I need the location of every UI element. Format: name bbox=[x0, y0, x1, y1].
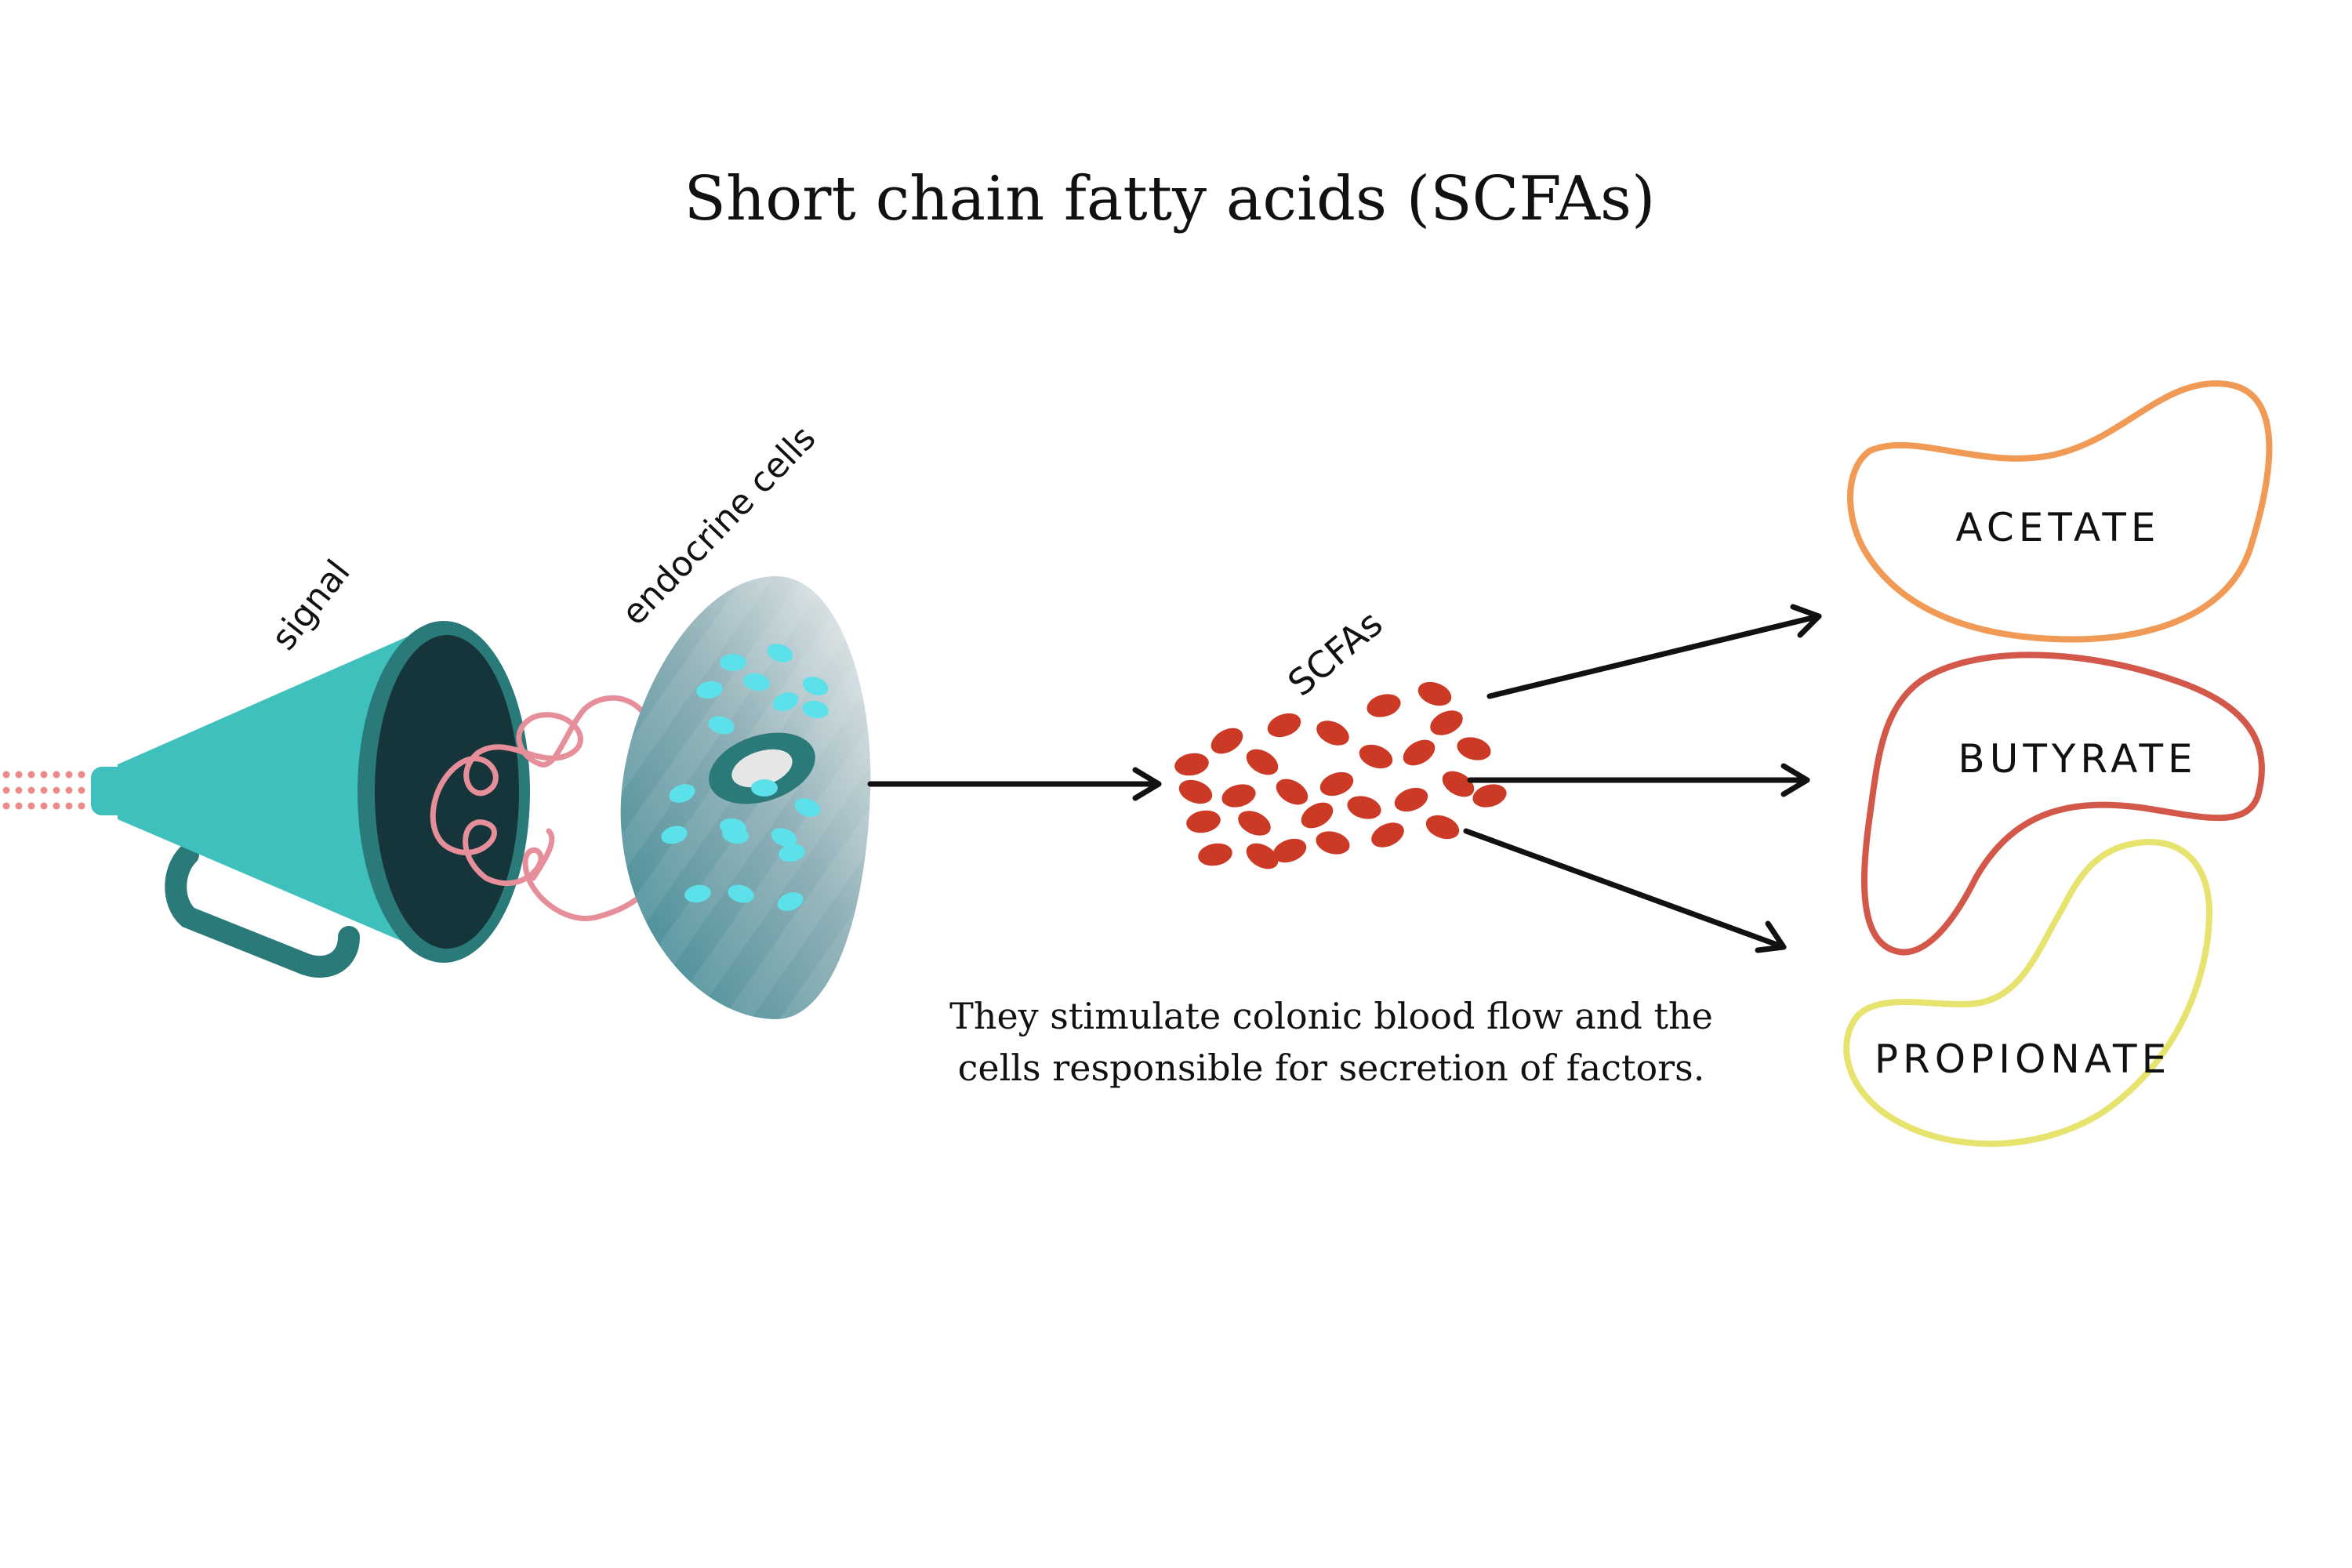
arrow-cell-to-scfas bbox=[867, 767, 1162, 801]
cell-granule bbox=[802, 700, 829, 719]
signal-dot bbox=[53, 802, 60, 810]
cell-granule bbox=[669, 784, 695, 803]
scfa-particle bbox=[1210, 728, 1243, 754]
endocrine-cell-icon bbox=[620, 576, 871, 1019]
scfa-particle bbox=[1178, 779, 1213, 804]
scfa-particle bbox=[1367, 694, 1401, 717]
scfa-particle bbox=[1472, 784, 1507, 808]
scfa-particle bbox=[1276, 779, 1308, 805]
scfa-particle bbox=[1347, 796, 1381, 819]
scfa-particle bbox=[1272, 838, 1307, 863]
signal-dot bbox=[40, 786, 48, 794]
propionate-label: PROPIONATE bbox=[1875, 1036, 2171, 1082]
scfa-particle bbox=[1316, 831, 1350, 855]
butyrate-label: BUTYRATE bbox=[1958, 736, 2197, 782]
signal-dot bbox=[27, 802, 35, 810]
signal-dot bbox=[15, 771, 23, 779]
cell-granule bbox=[720, 654, 746, 671]
signal-dot bbox=[15, 786, 23, 794]
scfa-particle bbox=[1403, 739, 1436, 766]
scfa-particle bbox=[1301, 802, 1334, 829]
signal-dots bbox=[2, 771, 85, 810]
caption-line-1: They stimulate colonic blood flow and th… bbox=[949, 995, 1713, 1037]
scfa-particle bbox=[1267, 713, 1301, 738]
butyrate-blob bbox=[1861, 652, 2265, 956]
cell-granule bbox=[779, 844, 805, 862]
cell-granule bbox=[772, 692, 799, 711]
cell-granule bbox=[794, 798, 821, 817]
scfa-particle bbox=[1319, 771, 1354, 797]
cell-granule bbox=[722, 826, 749, 844]
signal-dot bbox=[2, 786, 10, 794]
signal-dot bbox=[40, 802, 48, 810]
signal-dot bbox=[27, 771, 35, 779]
scfa-particle bbox=[1394, 787, 1428, 812]
signal-dot bbox=[27, 786, 35, 794]
scfa-particles bbox=[1174, 681, 1507, 869]
signal-dot bbox=[78, 786, 85, 794]
cell-granule bbox=[743, 673, 770, 691]
signal-dot bbox=[78, 802, 85, 810]
signal-dot bbox=[53, 771, 60, 779]
signal-label: signal bbox=[263, 553, 358, 658]
cell-granule bbox=[708, 716, 735, 735]
arrow-to-butyrate bbox=[1467, 763, 1810, 797]
signal-dot bbox=[40, 771, 48, 779]
arrow-to-propionate bbox=[1463, 828, 1787, 953]
scfa-particle bbox=[1246, 749, 1279, 775]
signal-dot bbox=[15, 802, 23, 810]
cell-granule bbox=[777, 892, 804, 911]
caption-line-2: cells responsible for secretion of facto… bbox=[958, 1047, 1705, 1089]
scfa-particle bbox=[1430, 710, 1463, 735]
scfa-particle bbox=[1238, 811, 1271, 836]
signal-dot bbox=[65, 802, 73, 810]
scfa-particle bbox=[1425, 815, 1460, 840]
megaphone-icon bbox=[91, 621, 530, 978]
scfa-particle bbox=[1316, 720, 1349, 746]
cell-granule bbox=[802, 677, 829, 695]
scfa-particle bbox=[1359, 744, 1393, 769]
scfa-particle bbox=[1417, 681, 1452, 706]
signal-dot bbox=[78, 771, 85, 779]
cell-granule bbox=[751, 779, 778, 797]
signal-dot bbox=[65, 786, 73, 794]
scfas-label: SCFAs bbox=[1279, 602, 1390, 705]
scfa-particle bbox=[1442, 771, 1475, 797]
cell-granule bbox=[684, 884, 711, 903]
cell-granule bbox=[771, 828, 797, 847]
arrow-to-acetate bbox=[1486, 604, 1822, 699]
acetate-label: ACETATE bbox=[1956, 505, 2161, 550]
diagram-title: Short chain fatty acids (SCFAs) bbox=[684, 164, 1656, 234]
signal-dot bbox=[2, 802, 10, 810]
acetate-blob bbox=[1847, 380, 2273, 643]
scfa-particle bbox=[1457, 737, 1491, 760]
scfa-particle bbox=[1246, 843, 1279, 869]
propionate-blob bbox=[1843, 839, 2213, 1147]
scfa-particle bbox=[1186, 810, 1221, 833]
signal-dot bbox=[53, 786, 60, 794]
cell-granule bbox=[661, 826, 688, 844]
scfa-particle bbox=[1221, 784, 1256, 808]
sound-coil-icon bbox=[430, 695, 662, 921]
cell-granule bbox=[696, 681, 723, 699]
signal-dot bbox=[65, 771, 73, 779]
cell-granule bbox=[767, 644, 793, 662]
scfa-particle bbox=[1371, 822, 1404, 848]
cell-granule bbox=[728, 884, 754, 903]
signal-dot bbox=[2, 771, 10, 779]
scfa-particle bbox=[1174, 753, 1209, 776]
scfa-particle bbox=[1198, 843, 1232, 866]
